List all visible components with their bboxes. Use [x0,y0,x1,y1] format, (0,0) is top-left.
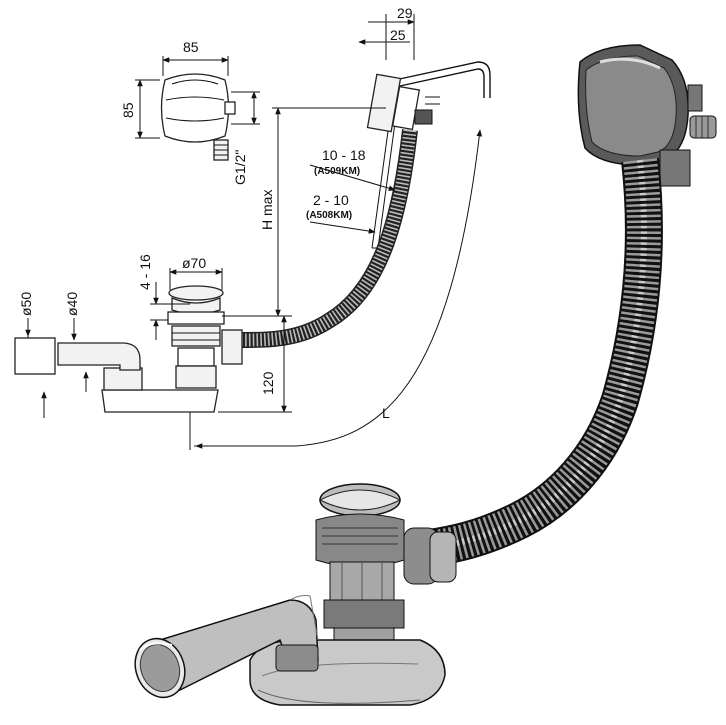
depth-29-label: 29 [397,5,413,21]
cap-height-dimension: 85 [120,79,160,139]
overflow-side-view [366,73,440,133]
dim-4-16-label: 4 - 16 [137,254,153,290]
depth-25-label: 25 [390,27,406,43]
product-illustration [134,44,717,706]
dim-4-16: 4 - 16 [137,254,190,340]
drain-body-3d [249,483,457,706]
dim-d40: ø40 [64,292,89,392]
range-2-label: 2 - 10 [313,192,349,208]
cap-width-label: 85 [183,39,199,55]
dim-L: L [189,129,483,450]
dim-L-label: L [382,405,390,421]
cap-width-dimension: 85 [162,39,229,76]
overflow-cap-3d [577,44,717,187]
outlet-pipe-3d [134,595,319,699]
technical-drawing: 85 85 G1/2" [14,5,491,450]
range-1-code: (A509KM) [314,166,360,177]
dim-d70: ø70 [169,255,223,290]
dim-120-label: 120 [260,371,276,395]
range-2-code: (A508KM) [306,210,352,221]
dim-d50-label: ø50 [18,292,34,316]
range-1-label: 10 - 18 [322,147,366,163]
hmax-label: H max [259,190,275,230]
drawing-drain-assembly [14,285,243,413]
dim-d40-label: ø40 [64,292,80,316]
overflow-cap-front-view [160,73,236,161]
depth-dimensions: 29 25 [358,5,415,60]
flexible-hose-3d [427,157,663,567]
dim-d70-label: ø70 [182,255,206,271]
dim-d50: ø50 [18,292,47,418]
thread-label: G1/2" [232,150,248,185]
cap-height-label: 85 [120,102,136,118]
